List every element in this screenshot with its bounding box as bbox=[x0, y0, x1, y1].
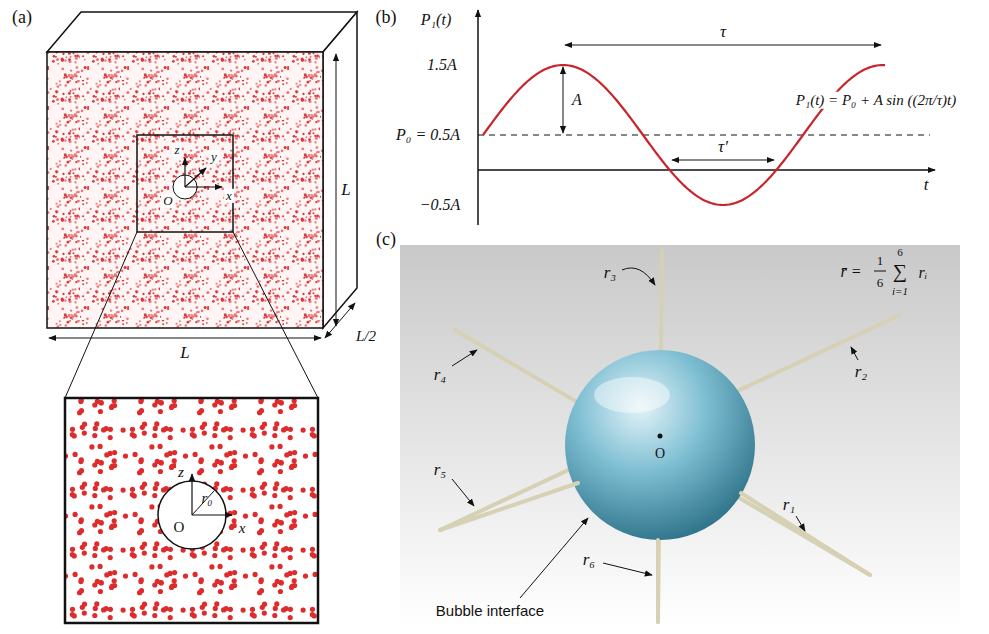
radius-label: r₆ bbox=[583, 551, 596, 570]
dimension-label: L bbox=[341, 181, 350, 200]
tick-label: −0.5A bbox=[420, 196, 461, 214]
equation-part: ∑ bbox=[893, 260, 907, 282]
panel-label: (b) bbox=[376, 8, 397, 28]
axis-label: z bbox=[176, 464, 186, 481]
callout-label: Bubble interface bbox=[436, 603, 544, 620]
tick-label: 1.5A bbox=[427, 56, 457, 74]
equation-part: rᵢ bbox=[919, 264, 928, 282]
panel-label: (c) bbox=[376, 230, 396, 250]
dimension-label: L bbox=[180, 344, 189, 363]
radius-label: r₄ bbox=[434, 366, 447, 385]
equation-part: 6 bbox=[897, 246, 903, 258]
amplitude-label: A bbox=[572, 91, 582, 109]
tick-label: P₀ = 0.5A bbox=[396, 126, 460, 144]
radius-label: r₀ bbox=[201, 490, 212, 507]
axis-label: t bbox=[924, 176, 929, 195]
period-label: τ bbox=[720, 23, 726, 42]
axis-label: z bbox=[172, 143, 181, 157]
axis-label: P₁(t) bbox=[421, 11, 451, 29]
radius-label: r₂ bbox=[855, 363, 868, 382]
dimension-label: L/2 bbox=[356, 328, 376, 345]
equation-part: r̄ = bbox=[840, 263, 861, 281]
equation: P₁(t) = P₀ + A sin ((2π/τ)t) bbox=[794, 92, 958, 109]
radius-label: r₁ bbox=[783, 496, 796, 515]
axis-label: x bbox=[237, 520, 248, 537]
axis-label: y bbox=[209, 150, 219, 164]
radius-label: r₅ bbox=[434, 461, 447, 480]
origin-label: O bbox=[161, 194, 174, 208]
period-label: τ′ bbox=[718, 138, 728, 157]
origin-label: O bbox=[174, 519, 185, 536]
equation-part: i=1 bbox=[892, 285, 908, 297]
axis-label: x bbox=[224, 189, 234, 203]
radius-label: r₃ bbox=[604, 264, 617, 283]
equation-part: 6 bbox=[877, 276, 884, 290]
panel-label: (a) bbox=[12, 8, 32, 28]
origin-label: O bbox=[655, 446, 665, 461]
equation-part: 1 bbox=[877, 254, 884, 268]
